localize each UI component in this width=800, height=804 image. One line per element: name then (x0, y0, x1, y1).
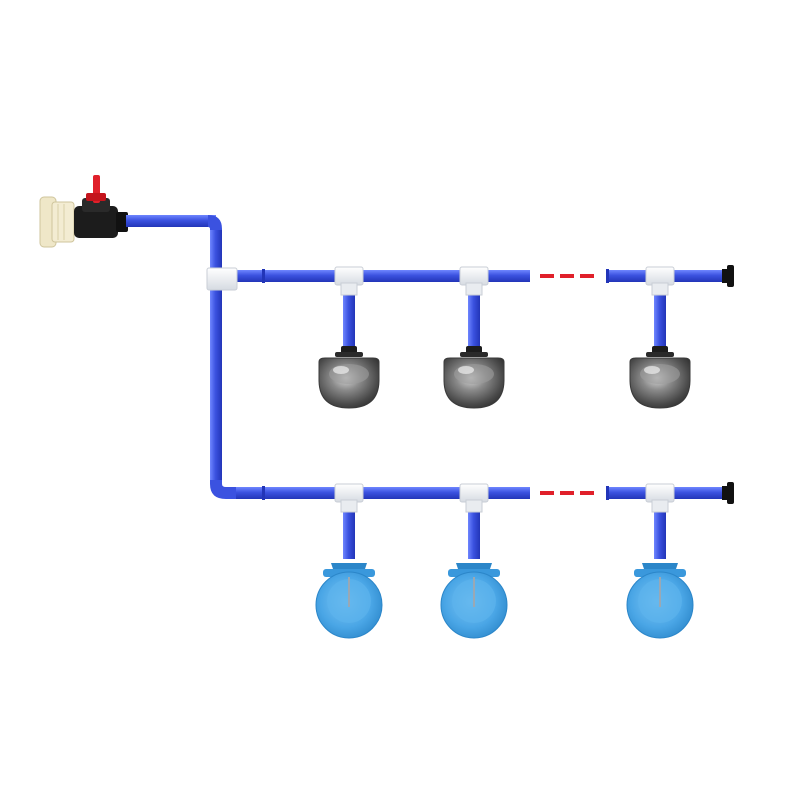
blue-drinking-bowl-icon (440, 483, 508, 639)
pipe-joint (262, 269, 265, 283)
steel-bowl-row (222, 265, 734, 409)
steel-drinking-bowl-icon (443, 266, 505, 409)
supply-pipe (126, 215, 236, 499)
continuation-dashes (540, 491, 594, 495)
continuation-dashes (540, 274, 594, 278)
steel-drinking-bowl-icon (318, 266, 380, 409)
blue-drinking-bowl-icon (315, 483, 383, 639)
end-cap-icon (722, 265, 734, 287)
junction-tee (206, 267, 238, 291)
row-pipe-segment (222, 270, 530, 282)
steel-drinking-bowl-icon (629, 266, 691, 409)
blue-bowl-row (236, 482, 734, 639)
row-layer (222, 265, 734, 639)
blue-drinking-bowl-icon (626, 483, 694, 639)
row-pipe-segment (236, 487, 530, 499)
pipe-joint (606, 486, 609, 500)
end-cap-icon (722, 482, 734, 504)
tank-adapter-icon (39, 196, 75, 248)
pipe-joint (262, 486, 265, 500)
pipe-joint (606, 269, 609, 283)
ball-valve-icon (74, 175, 128, 238)
